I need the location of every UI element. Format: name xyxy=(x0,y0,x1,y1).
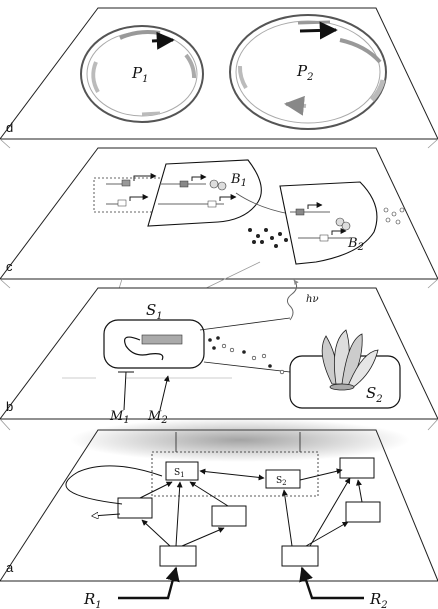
light-label: hν xyxy=(306,294,319,305)
plane-b: b S1 hν xyxy=(0,279,438,426)
cell-2-label: S2 xyxy=(366,384,383,405)
plane-a: a S1 S2 xyxy=(0,418,438,609)
node-right xyxy=(345,501,381,523)
connector-d-c xyxy=(0,138,438,149)
boundary-2-label: B2 xyxy=(347,236,364,253)
state-1-label: S1 xyxy=(174,468,185,479)
network-edges xyxy=(139,468,363,547)
plane-b-label: b xyxy=(6,399,13,414)
node-left xyxy=(117,497,153,519)
cell-1-strand xyxy=(124,336,164,361)
cell-1-label: S1 xyxy=(146,301,163,322)
input-2-label: R2 xyxy=(369,590,388,609)
flower-icon xyxy=(321,329,379,391)
plasmid-2: P2 xyxy=(229,14,387,130)
node-input-2 xyxy=(281,545,319,567)
plasmid-1-label: P1 xyxy=(131,64,148,85)
light-arrow xyxy=(286,279,299,321)
cell-1-block xyxy=(141,334,183,345)
state-1-box xyxy=(165,461,199,481)
input-1-arrow xyxy=(118,566,180,600)
plasmid-2-label: P2 xyxy=(296,62,313,83)
boundary-2 xyxy=(279,181,378,265)
marker-1-line xyxy=(123,371,127,411)
marker-1-label: M1 xyxy=(109,409,130,426)
input-2-arrow xyxy=(299,566,364,600)
marker-2-arrow xyxy=(159,375,170,411)
boundary-1-label: B1 xyxy=(230,172,247,189)
plane-c: c B1 B2 xyxy=(0,147,438,280)
molecules-c xyxy=(248,228,288,248)
node-input-1 xyxy=(159,545,197,567)
input-1-label: R1 xyxy=(83,590,102,609)
plane-a-label: a xyxy=(6,560,14,575)
plane-a-shadow xyxy=(70,418,410,462)
state-link xyxy=(199,468,265,481)
open-molecules-c xyxy=(383,207,405,225)
node-top-right xyxy=(339,457,375,479)
state-2-label: S2 xyxy=(276,476,287,487)
plasmid-1: P1 xyxy=(80,25,204,123)
plane-c-label: c xyxy=(6,259,13,274)
connector-b-a xyxy=(0,418,438,431)
boundary-1 xyxy=(147,159,262,227)
plane-d-label: d xyxy=(6,120,13,135)
plane-d: d P1 P2 xyxy=(0,7,438,140)
state-2-box xyxy=(265,469,301,489)
dashed-region xyxy=(151,451,319,497)
node-mid xyxy=(211,505,247,527)
